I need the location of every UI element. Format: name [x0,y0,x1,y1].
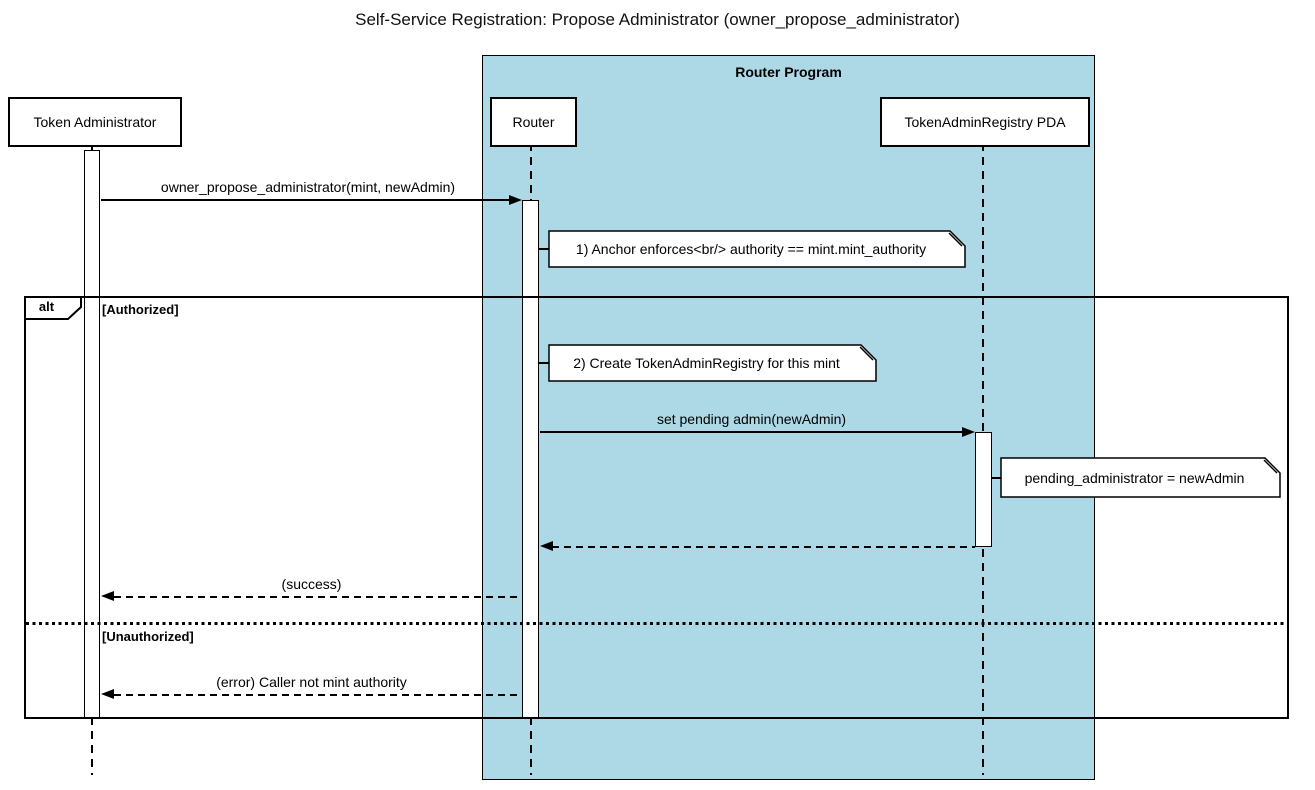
participant-token-administrator-label: Token Administrator [33,114,157,130]
arrowhead-right-icon [509,195,522,205]
message-success-line [114,596,522,598]
participant-registry-pda: TokenAdminRegistry PDA [880,97,1090,147]
note-pending-administrator: pending_administrator = newAdmin [1000,457,1281,498]
alt-operator-pentagon [24,296,82,320]
message-set-pending-admin-label: set pending admin(newAdmin) [656,411,847,427]
alt-guard-unauthorized: [Unauthorized] [102,629,194,644]
note2-text: 2) Create TokenAdminRegistry for this mi… [573,355,840,371]
note3-connector [991,477,1001,479]
alt-guard-authorized: [Authorized] [102,302,179,317]
message-error-line [114,694,522,696]
message-owner-propose-administrator-label: owner_propose_administrator(mint, newAdm… [160,179,456,195]
arrowhead-left-icon [101,689,114,699]
participant-token-administrator: Token Administrator [8,97,182,147]
participant-router-label: Router [512,114,555,130]
return-pda-to-router-line [552,546,975,548]
note-anchor-enforces: 1) Anchor enforces<br/> authority == min… [548,230,966,268]
note1-text: 1) Anchor enforces<br/> authority == min… [575,241,927,257]
participant-registry-pda-label: TokenAdminRegistry PDA [904,114,1066,130]
message-success-label: (success) [281,576,342,592]
message-owner-propose-administrator-line [101,199,511,201]
activation-router [522,200,539,719]
message-error-label: (error) Caller not mint authority [216,674,407,690]
note2-shape [548,344,877,382]
note3-text: pending_administrator = newAdmin [1024,469,1245,486]
note3-shape [1000,457,1281,498]
message-set-pending-admin-line [540,431,963,433]
router-program-group-label: Router Program [735,64,842,80]
diagram-title: Self-Service Registration: Propose Admin… [355,10,960,29]
arrowhead-left-icon [540,541,553,551]
router-program-group-box [482,55,1095,780]
note1-connector [539,248,549,250]
activation-registry-pda [975,432,992,547]
arrowhead-left-icon [101,591,114,601]
participant-router: Router [490,97,577,147]
activation-token-administrator [84,150,100,719]
arrowhead-right-icon [962,427,975,437]
alt-operator-label: alt [38,299,55,314]
note1-shape [548,230,966,268]
note-create-registry: 2) Create TokenAdminRegistry for this mi… [548,344,877,382]
note2-connector [539,362,549,364]
